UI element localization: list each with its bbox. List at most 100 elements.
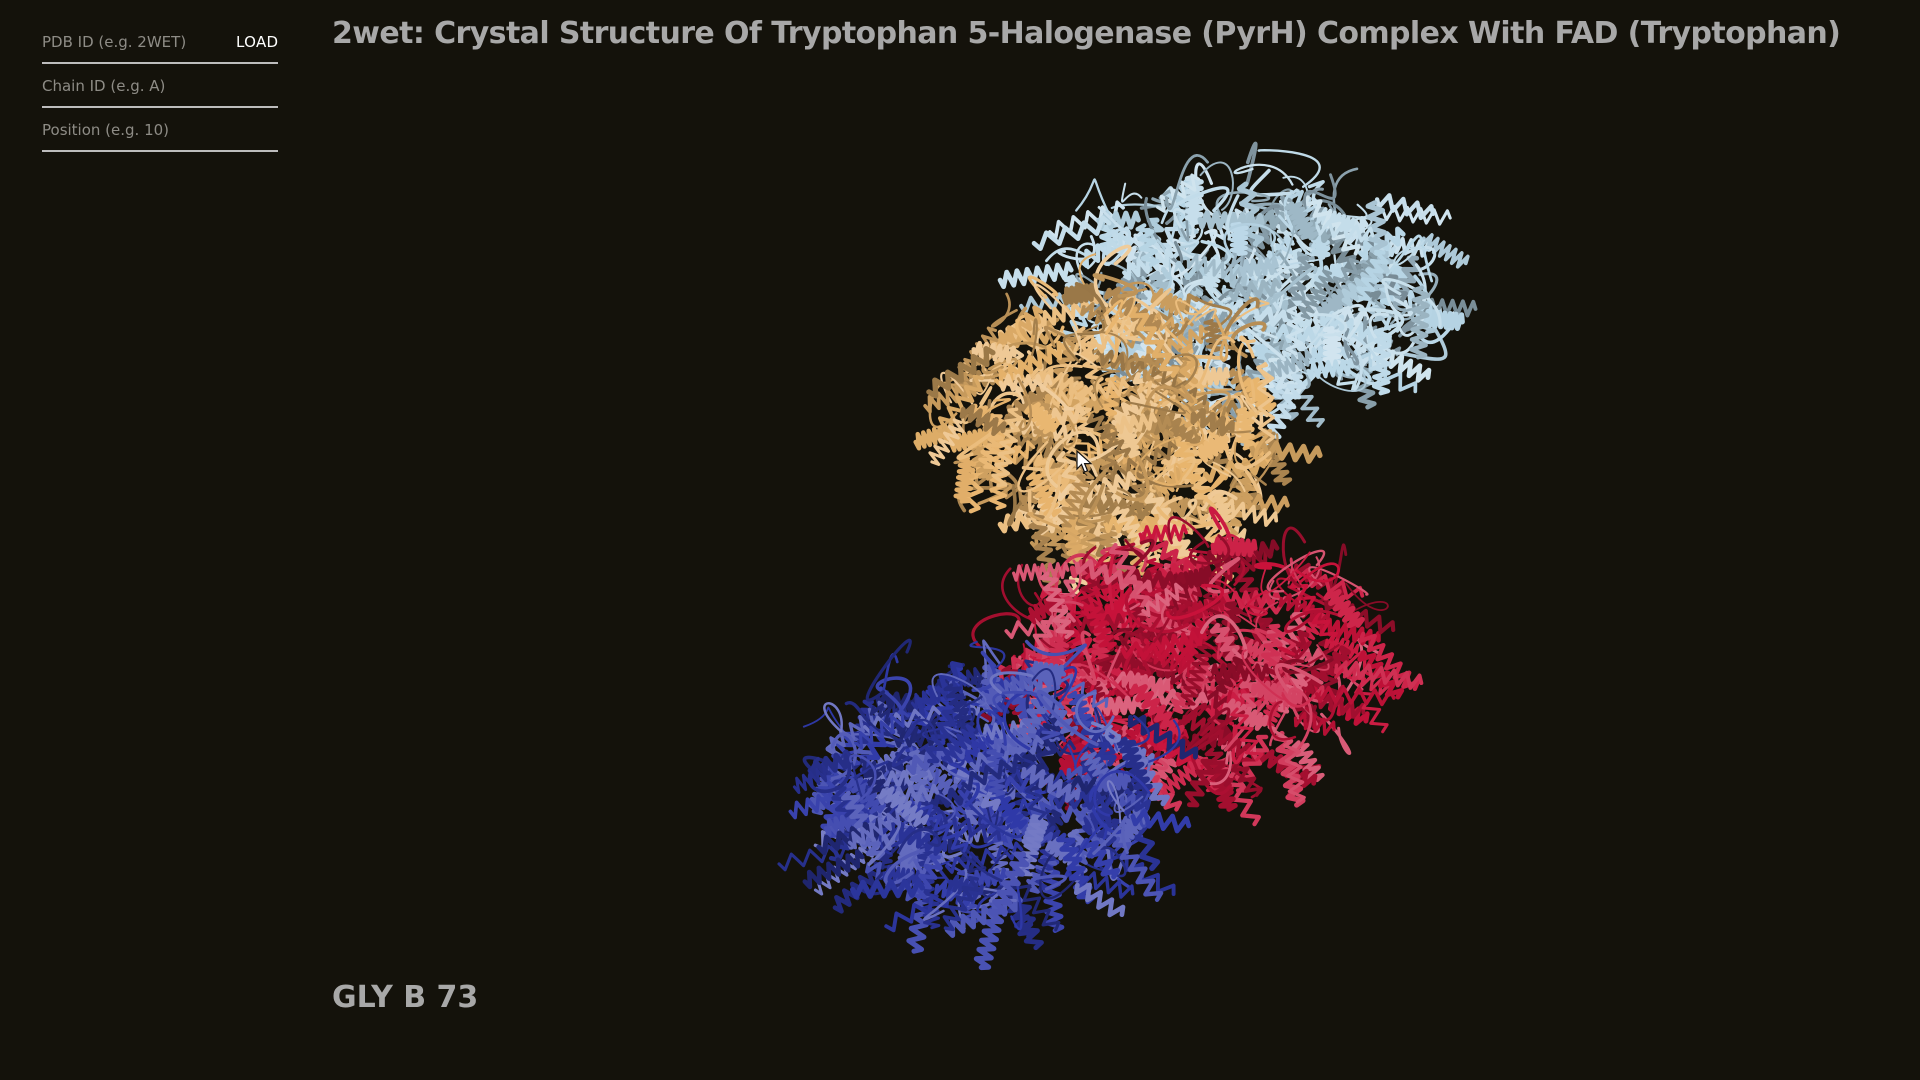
ribbon-segment: [1122, 248, 1174, 281]
ribbon-segment: [971, 612, 1021, 648]
ribbon-segment: [1165, 583, 1224, 620]
ribbon-segment: [1287, 687, 1313, 757]
ribbon-segment: [1261, 623, 1286, 667]
ribbon-segment: [1161, 260, 1245, 283]
ribbon-segment: [1094, 770, 1132, 793]
ribbon-segment: [1178, 344, 1200, 428]
ribbon-segment: [1134, 436, 1180, 481]
ribbon-segment: [1100, 545, 1148, 573]
ribbon-segment: [1027, 474, 1062, 525]
ribbon-segment: [1135, 223, 1160, 267]
ribbon-segment: [1017, 750, 1047, 821]
ribbon-segment: [1186, 253, 1242, 282]
ribbon-segment: [883, 846, 940, 886]
ribbon-segment: [1115, 412, 1158, 435]
ribbon-segment: [1193, 366, 1230, 386]
ribbon-segment: [1233, 163, 1294, 186]
ribbon-segment: [1055, 702, 1102, 756]
ribbon-segment: [1127, 714, 1199, 760]
ribbon-segment: [976, 709, 1007, 764]
ribbon-segment: [1381, 277, 1442, 328]
load-button[interactable]: LOAD: [236, 33, 279, 51]
ribbon-segment: [969, 640, 1006, 678]
ribbon-segment: [1016, 822, 1046, 877]
ribbon-segment: [1072, 325, 1097, 367]
ribbon-segment: [1114, 412, 1141, 459]
ribbon-segment: [997, 261, 1074, 290]
chain-red[interactable]: [971, 506, 1424, 827]
ribbon-segment: [1057, 235, 1096, 261]
ribbon-segment: [991, 407, 1024, 488]
ribbon-segment: [1030, 874, 1067, 891]
ribbon-segment: [1061, 282, 1097, 306]
ribbon-segment: [849, 754, 877, 803]
ribbon-segment: [1223, 296, 1270, 332]
ribbon-segment: [1078, 468, 1108, 520]
ribbon-segment: [1225, 472, 1256, 524]
ribbon-segment: [1051, 378, 1129, 409]
ribbon-segment: [988, 434, 1010, 511]
protein-structure-render[interactable]: [300, 80, 1900, 980]
ribbon-segment: [1266, 549, 1326, 593]
ribbon-segment: [1121, 670, 1171, 697]
ribbon-segment: [1230, 707, 1264, 762]
ribbon-segment: [1345, 582, 1389, 612]
ribbon-segment: [1138, 524, 1188, 543]
chain-dark-blue[interactable]: [777, 638, 1199, 971]
ribbon-segment: [1233, 601, 1279, 628]
ribbon-segment: [1290, 568, 1365, 600]
ribbon-segment: [1385, 234, 1434, 283]
ribbon-segment: [982, 639, 1001, 679]
molecule-viewport[interactable]: [300, 80, 1900, 980]
ribbon-segment: [1323, 589, 1365, 629]
pdb-id-input[interactable]: [42, 22, 236, 62]
ribbon-segment: [1181, 712, 1251, 757]
ribbon-segment: [816, 817, 887, 856]
ribbon-segment: [1108, 542, 1150, 607]
ribbon-segment: [1134, 471, 1194, 488]
ribbon-segment: [1245, 590, 1268, 617]
control-panel: LOAD: [42, 20, 278, 152]
ribbon-segment: [850, 878, 925, 900]
ribbon-segment: [1178, 498, 1198, 525]
ribbon-segment: [1225, 194, 1240, 241]
ribbon-segment: [1223, 689, 1276, 752]
ribbon-segment: [1224, 246, 1282, 304]
ribbon-segment: [1125, 568, 1187, 591]
ribbon-segment: [1187, 710, 1246, 755]
ribbon-segment: [802, 706, 849, 738]
chain-id-input[interactable]: [42, 66, 278, 106]
ribbon-segment: [1175, 299, 1200, 325]
ribbon-segment: [961, 386, 993, 425]
ribbon-segment: [971, 650, 997, 692]
ribbon-segment: [1281, 526, 1307, 588]
ribbon-segment: [1247, 429, 1273, 469]
ribbon-segment: [1234, 451, 1272, 494]
ribbon-segment: [1319, 617, 1381, 648]
ribbon-segment: [1039, 571, 1075, 639]
ribbon-segment: [1121, 182, 1143, 203]
ribbon-segment: [1184, 758, 1216, 808]
ribbon-segment: [943, 683, 975, 730]
ribbon-segment: [910, 677, 967, 711]
ribbon-segment: [854, 709, 910, 750]
ribbon-segment: [931, 673, 987, 707]
ribbon-segment: [1049, 405, 1065, 455]
position-input[interactable]: [42, 110, 278, 150]
ribbon-segment: [1156, 173, 1201, 213]
ribbon-segment: [1241, 629, 1282, 709]
ribbon-segment: [1268, 700, 1297, 741]
ribbon-segment: [1043, 325, 1082, 348]
ribbon-segment: [865, 638, 912, 702]
ribbon-segment: [1190, 408, 1235, 437]
ribbon-segment: [1007, 483, 1032, 527]
ribbon-segment: [1156, 493, 1219, 529]
ribbon-segment: [1198, 749, 1233, 786]
ribbon-segment: [1075, 326, 1104, 386]
ribbon-segment: [1031, 215, 1112, 251]
ribbon-segment: [1082, 452, 1135, 472]
ribbon-segment: [1164, 154, 1209, 211]
selected-residue-label: GLY B 73: [332, 980, 479, 1015]
ribbon-segment: [1306, 358, 1355, 380]
ribbon-segment: [1103, 594, 1137, 624]
